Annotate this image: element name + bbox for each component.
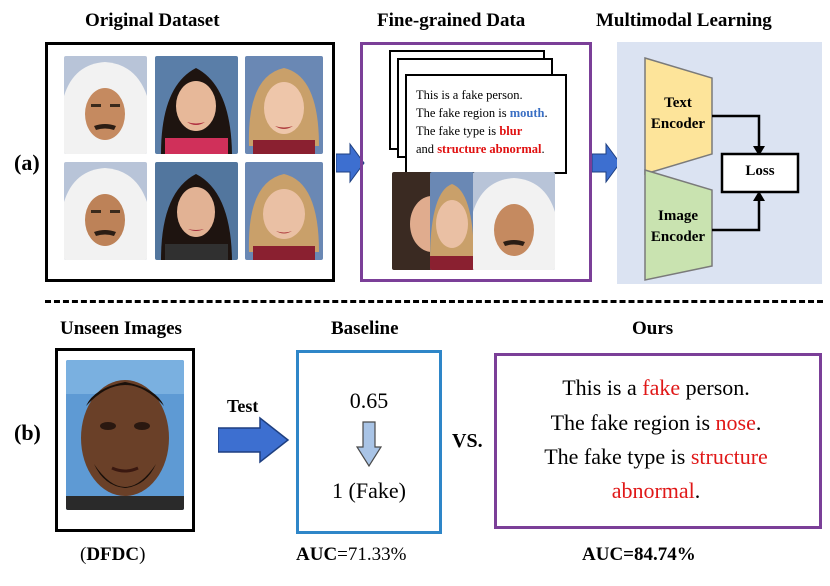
fine-grained-data-title: Fine-grained Data [377,10,526,31]
face-image [430,172,474,270]
test-label: Test [227,396,259,416]
panel-a-label: (a) [14,150,40,175]
unseen-face-image [66,360,184,510]
baseline-score: 0.65 [349,388,389,413]
unseen-images-title: Unseen Images [60,318,182,339]
ours-title: Ours [632,318,674,339]
face-image [245,56,323,154]
text-encoder-shape [644,56,713,176]
face-image [245,162,323,260]
multimodal-diagram [644,56,800,281]
loss-label: Loss [745,163,775,179]
card-line-2: The fake region is mouth. [416,106,548,120]
arrow-right-icon [336,142,365,184]
face-image [155,56,238,154]
panel-b-label: (b) [14,420,41,445]
card-line-1: This is a fake person. [416,88,523,102]
card-type-structure: structure abnormal [437,142,542,156]
ours-type-word: structure [690,444,768,469]
face-image [155,162,238,260]
ours-line-3: The fake type is structure [544,444,768,469]
baseline-result: 1 (Fake) [332,478,406,503]
baseline-title: Baseline [331,318,399,339]
loss-box [720,152,800,194]
ours-auc: AUC=84.74% [582,544,696,565]
ours-line-4: abnormal. [611,478,701,503]
face-image [473,172,555,270]
text-card-front [405,74,567,174]
ours-fake-word: fake [642,375,681,400]
baseline-box [296,350,442,534]
ours-box [494,353,822,529]
face-image [392,172,432,270]
face-image [64,56,147,154]
baseline-auc: AUC=71.33% [296,544,407,565]
dfdc-caption: (DFDC) [80,544,146,565]
original-dataset-frame [45,42,335,282]
vs-label: VS. [452,430,483,452]
face-image [64,162,147,260]
image-encoder-shape [644,168,713,281]
card-line-3: The fake type is blur [416,124,523,138]
card-region: mouth [509,106,545,120]
arrow-right-icon [592,142,621,184]
card-type-blur: blur [499,124,523,138]
card-line-4: and structure abnormal. [416,142,545,156]
multimodal-learning-title: Multimodal Learning [596,10,772,31]
ours-line-2: The fake region is nose. [550,410,762,435]
test-arrow-icon [218,416,290,464]
ours-type-word-2: abnormal [611,478,695,503]
arrow-down-icon [356,421,382,467]
original-dataset-title: Original Dataset [85,10,220,31]
fine-grained-data-frame [360,42,592,282]
section-divider [45,300,823,303]
ours-line-1: This is a fake person. [562,375,750,400]
ours-region-word: nose [715,410,756,435]
